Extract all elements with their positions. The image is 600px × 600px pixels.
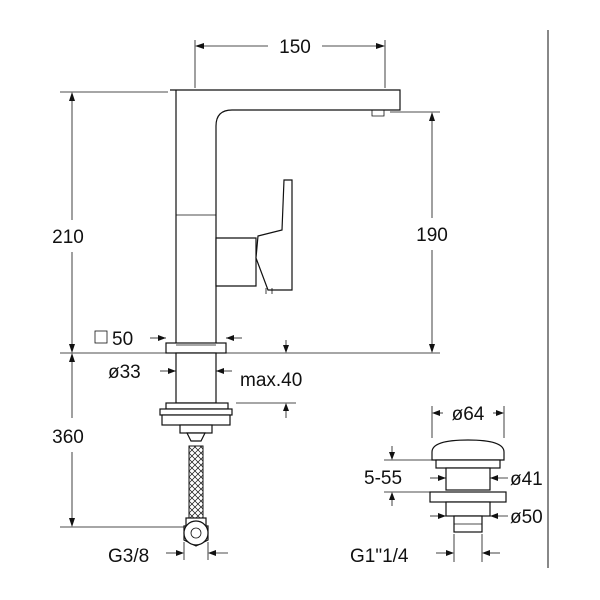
dim-spout-height: 190	[390, 111, 448, 353]
label-hose-connection: G3/8	[108, 546, 149, 567]
label-spout-reach: 150	[279, 37, 311, 58]
dim-hose-length: 360	[52, 353, 184, 528]
braided-hose	[188, 445, 204, 519]
label-base-square: 50	[112, 329, 133, 350]
dim-waste-thread: G1"1/4	[350, 534, 500, 567]
dim-hose-connection: G3/8	[108, 542, 228, 567]
dim-waste-cap: ø64	[431, 404, 505, 438]
label-waste-thread: G1"1/4	[350, 546, 409, 567]
faucet-body	[165, 89, 401, 354]
label-total-height: 210	[52, 227, 84, 248]
dim-spout-reach: 150	[194, 37, 386, 88]
label-waste-range: 5-55	[364, 468, 402, 489]
faucet-mounting	[159, 352, 233, 547]
dim-body-diameter: ø33	[108, 362, 232, 383]
label-hose-length: 360	[52, 427, 84, 448]
label-spout-height: 190	[416, 225, 448, 246]
label-deck-thickness: max.40	[240, 370, 302, 391]
dim-waste-flange: ø50	[430, 507, 543, 528]
label-body-diameter: ø33	[108, 362, 141, 383]
label-waste-inner: ø41	[510, 469, 543, 490]
dim-base-square: 50	[94, 329, 242, 350]
dim-waste-inner: ø41	[430, 469, 543, 490]
dim-deck-thickness: max.40	[236, 340, 302, 418]
waste-fitting	[429, 439, 507, 533]
dim-total-height: 210	[52, 91, 168, 353]
label-waste-flange: ø50	[510, 507, 543, 528]
dim-waste-range: 5-55	[364, 446, 440, 506]
label-waste-cap: ø64	[452, 404, 485, 425]
